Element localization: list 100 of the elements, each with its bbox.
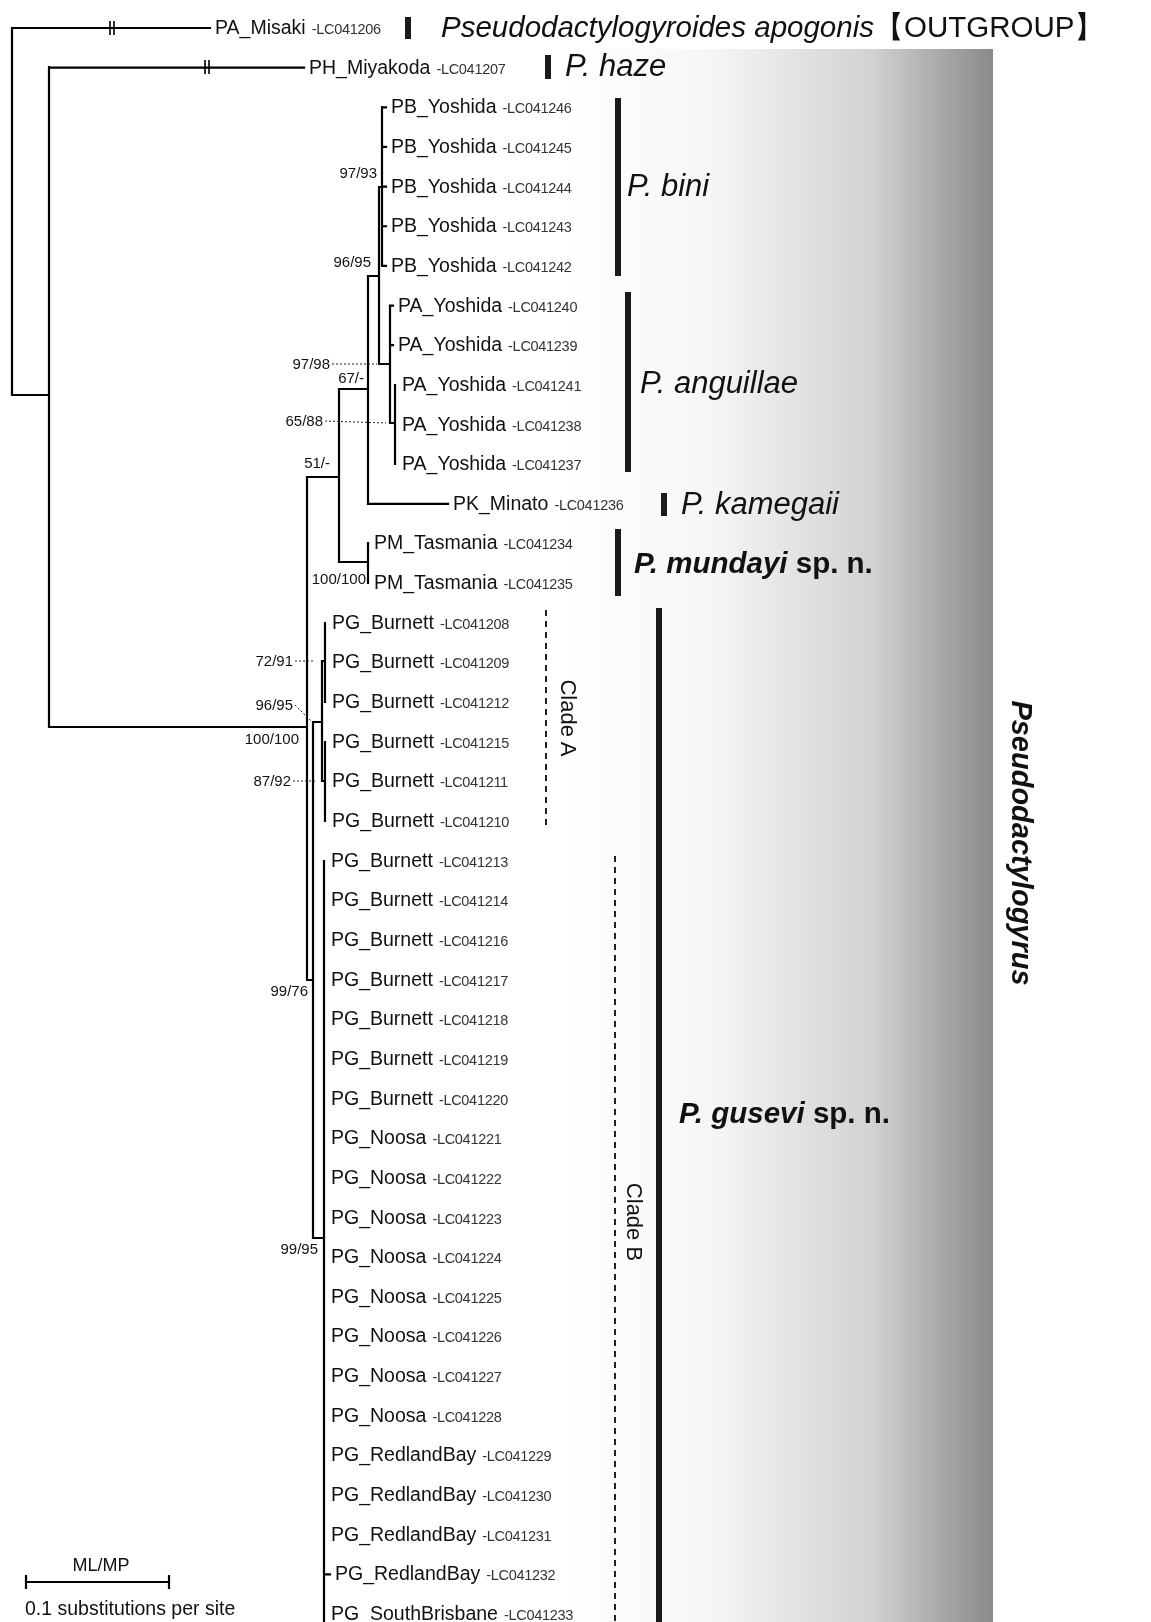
species-name: P. gusevi sp. n.: [679, 1096, 890, 1130]
taxon-name: PG_Burnett: [332, 612, 434, 634]
support-value: 96/95: [333, 253, 371, 271]
taxon-name: PG_Burnett: [331, 889, 433, 911]
accession-number: -LC041225: [432, 1291, 502, 1307]
taxon-name: PG_Burnett: [332, 810, 434, 832]
taxon-name: PB_Yoshida: [391, 215, 497, 237]
scale-label: 0.1 substitutions per site: [25, 1598, 236, 1620]
accession-number: -LC041230: [482, 1489, 552, 1506]
accession-number: -LC041218: [438, 1013, 508, 1030]
accession-number: -LC041236: [554, 498, 624, 514]
species-name: P. mundayi sp. n.: [634, 546, 873, 580]
leader-line: [294, 660, 316, 662]
genus-label: Pseudodactylogyrus: [1005, 700, 1038, 986]
taxon-name: PA_Yoshida: [402, 374, 507, 396]
accession-number: -LC041237: [512, 458, 582, 475]
accession-number: -LC041240: [508, 299, 578, 316]
taxon-name: PG_Noosa: [331, 1325, 427, 1348]
taxon-name: PG_Burnett: [331, 1048, 433, 1070]
accession-number: -LC041220: [438, 1092, 508, 1109]
accession-number: -LC041212: [439, 696, 509, 713]
taxon-name: PM_Tasmania: [374, 572, 498, 594]
accession-number: -LC041214: [438, 894, 508, 911]
accession-number: -LC041209: [439, 656, 509, 673]
accession-number: -LC041234: [503, 537, 573, 554]
accession-number: -LC041222: [432, 1172, 502, 1189]
taxon-name: PH_Miyakoda: [309, 56, 431, 79]
taxon-name: PG_Burnett: [332, 730, 434, 753]
species-name: P. kamegaii: [681, 486, 839, 522]
accession-number: -LC041219: [438, 1053, 508, 1070]
accession-number: -LC041246: [502, 101, 572, 118]
taxon-name: PG_Noosa: [331, 1127, 427, 1149]
leader-line: [324, 420, 387, 424]
outgroup-label: Pseudodactylogyroides apogonis【OUTGROUP】: [441, 10, 1105, 44]
accession-number: -LC041210: [439, 815, 509, 832]
accession-number: -LC041227: [432, 1370, 502, 1387]
support-value: 65/88: [285, 412, 323, 430]
taxon-name: PG_Burnett: [331, 968, 433, 991]
taxon-name: PB_Yoshida: [391, 255, 497, 277]
taxon-name: PG_Burnett: [331, 849, 433, 872]
accession-number: -LC041215: [439, 735, 509, 752]
accession-number: -LC041242: [502, 260, 572, 277]
accession-number: -LC041245: [502, 141, 572, 158]
support-value: 51/-: [304, 454, 330, 472]
taxon-name: PG_Burnett: [331, 1008, 433, 1030]
taxon-name: PG_Noosa: [331, 1286, 427, 1308]
accession-number: -LC041216: [438, 934, 508, 951]
taxon-name: PB_Yoshida: [391, 136, 497, 158]
accession-number: -LC041208: [439, 617, 509, 633]
accession-number: -LC041241: [512, 379, 582, 396]
accession-number: -LC041206: [311, 22, 381, 39]
support-value: 67/-: [338, 369, 364, 387]
clade-label: Clade B: [621, 1182, 647, 1262]
taxon-name: PA_Yoshida: [398, 334, 503, 356]
taxon-name: PG_Burnett: [332, 691, 434, 713]
taxon-name: PG_RedlandBay: [331, 1523, 477, 1546]
taxon-name: PG_Burnett: [331, 1087, 433, 1110]
support-value: 87/92: [253, 772, 291, 790]
accession-number: -LC041232: [486, 1568, 556, 1585]
taxon-name: PG_Noosa: [331, 1167, 427, 1189]
accession-number: -LC041207: [436, 61, 506, 78]
leader-line: [292, 780, 316, 782]
support-value: 100/100: [311, 570, 366, 588]
accession-number: -LC041221: [432, 1132, 502, 1149]
taxon-name: PG_SouthBrisbane: [331, 1603, 498, 1622]
leader-line: [294, 704, 312, 722]
support-value: 97/98: [292, 355, 330, 373]
taxon-name: PG_RedlandBay: [331, 1444, 477, 1467]
accession-number: -LC041228: [432, 1410, 502, 1426]
accession-number: -LC041244: [502, 180, 572, 197]
accession-number: -LC041231: [482, 1528, 552, 1545]
accession-number: -LC041243: [502, 220, 572, 237]
taxon-name: PG_RedlandBay: [331, 1484, 477, 1506]
leader-line: [331, 363, 378, 365]
species-name: P. anguillae: [640, 365, 798, 401]
clade-label: Clade A: [555, 679, 581, 757]
accession-number: -LC041217: [438, 973, 508, 990]
species-name: P. bini: [627, 168, 710, 204]
taxon-name: PG_Burnett: [331, 929, 433, 951]
taxon-name: PB_Yoshida: [391, 175, 497, 198]
accession-number: -LC041233: [503, 1608, 573, 1622]
accession-number: -LC041211: [439, 775, 508, 792]
accession-number: -LC041239: [508, 339, 578, 356]
taxon-name: PG_Noosa: [331, 1405, 427, 1427]
taxon-name: PM_Tasmania: [374, 532, 498, 555]
taxon-name: PG_Burnett: [332, 651, 434, 674]
accession-number: -LC041223: [432, 1211, 502, 1228]
accession-number: -LC041238: [512, 418, 582, 435]
taxon-name: PG_Burnett: [332, 770, 434, 793]
support-value: 72/91: [255, 652, 293, 670]
taxon-name: PG_RedlandBay: [335, 1563, 481, 1586]
accession-number: -LC041229: [482, 1449, 552, 1466]
accession-number: -LC041224: [432, 1251, 502, 1268]
species-name: P. haze: [565, 48, 667, 84]
accession-number: -LC041213: [438, 854, 508, 871]
taxon-name: PG_Noosa: [331, 1365, 427, 1387]
taxon-name: PA_Yoshida: [402, 413, 507, 436]
support-value: 96/95: [255, 696, 293, 714]
accession-number: -LC041235: [503, 577, 573, 594]
taxon-name: PA_Misaki: [215, 17, 306, 39]
